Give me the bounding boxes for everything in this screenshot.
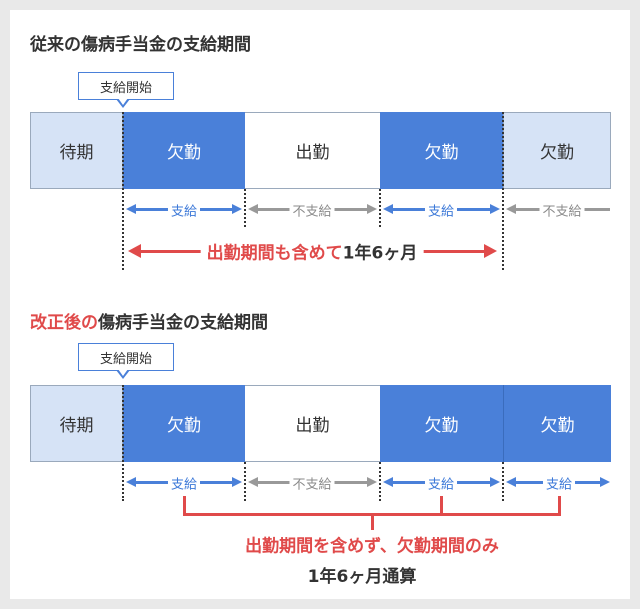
section2-segment-absent-1: 欠勤 [123, 385, 245, 462]
section2-segment-absent-3: 欠勤 [503, 385, 611, 462]
section1-label-nopay-1: 不支給 [289, 200, 335, 220]
section1-callout: 支給開始 [78, 72, 174, 100]
section2-label-pay-1: 支給 [167, 473, 201, 493]
section1-divider [379, 189, 381, 227]
section2-bracket-tick [558, 496, 561, 516]
section2-title: 改正後の傷病手当金の支給期間 [30, 308, 268, 333]
section1-divider [244, 189, 246, 227]
section2-label-pay-3: 支給 [542, 473, 576, 493]
section2-segment-absent-2: 欠勤 [380, 385, 503, 462]
section2-divider [502, 462, 504, 501]
section1-label-pay-1: 支給 [167, 200, 201, 220]
section2-divider [379, 462, 381, 501]
section1-divider [502, 112, 504, 270]
section1-segment-absent-2: 欠勤 [380, 112, 503, 189]
section2-divider [122, 385, 124, 501]
section2-summary-line1: 出勤期間を含めず、欠勤期間のみ [245, 531, 499, 557]
section1-divider [122, 112, 124, 270]
section2-callout: 支給開始 [78, 343, 174, 371]
section2-segment-work: 出勤 [245, 385, 380, 462]
diagram-frame: 従来の傷病手当金の支給期間 支給開始 待期 欠勤 出勤 欠勤 欠勤 支給 不支給… [10, 10, 630, 599]
section1-segment-absent-1: 欠勤 [123, 112, 245, 189]
section1-total-text: 出勤期間も含めて [206, 243, 343, 264]
section2-bracket-tick [440, 496, 443, 516]
section2-label-pay-2: 支給 [424, 473, 458, 493]
section1-title: 従来の傷病手当金の支給期間 [30, 35, 251, 55]
section1-label-nopay-2: 不支給 [539, 200, 585, 220]
section1-label-pay-2: 支給 [424, 200, 458, 220]
section2-title-rest: 傷病手当金の支給期間 [98, 313, 268, 333]
section2-divider [244, 462, 246, 501]
section2-segment-wait: 待期 [30, 385, 123, 462]
section2-bracket-stem [371, 513, 374, 530]
section1-total-duration: 1年6ヶ月 [342, 243, 418, 264]
section1-segment-wait: 待期 [30, 112, 123, 189]
section2-label-nopay: 不支給 [289, 473, 335, 493]
section1-segment-work: 出勤 [245, 112, 380, 189]
section2-bracket-tick [183, 496, 186, 516]
section1-total-label: 出勤期間も含めて1年6ヶ月 [200, 238, 424, 264]
section2-summary-line2: 1年6ヶ月通算 [307, 567, 417, 587]
section2-title-accent: 改正後の [30, 313, 98, 333]
section1-segment-absent-3: 欠勤 [503, 112, 611, 189]
